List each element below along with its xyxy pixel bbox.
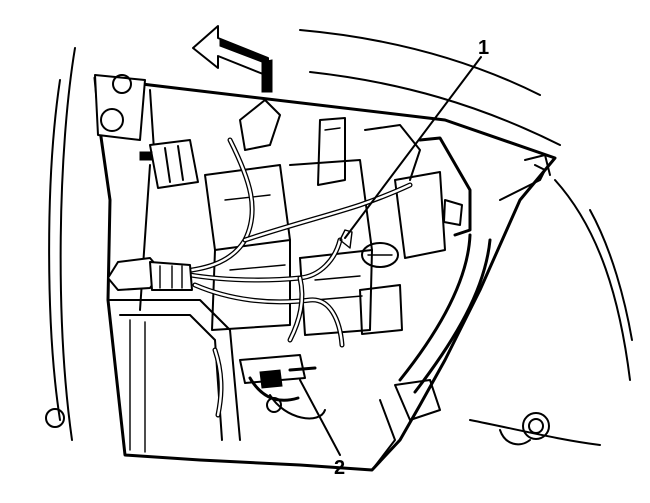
inline-connector	[107, 257, 193, 291]
callout-label-2: 2	[334, 457, 345, 479]
callout-label-1: 1	[478, 37, 489, 59]
electrical-connector-left	[139, 139, 199, 189]
right-fastener	[499, 412, 550, 446]
right-side-bracket	[371, 136, 551, 471]
lower-switch-assembly	[239, 354, 326, 420]
arrow-up-left-icon	[192, 25, 273, 93]
left-mounting-bracket	[45, 74, 146, 428]
dashboard-outline	[48, 29, 633, 446]
callout-1-leader	[344, 56, 482, 239]
callout-2-leader	[299, 379, 341, 456]
callout-leaders	[299, 56, 482, 456]
wiring-harness	[172, 137, 413, 418]
